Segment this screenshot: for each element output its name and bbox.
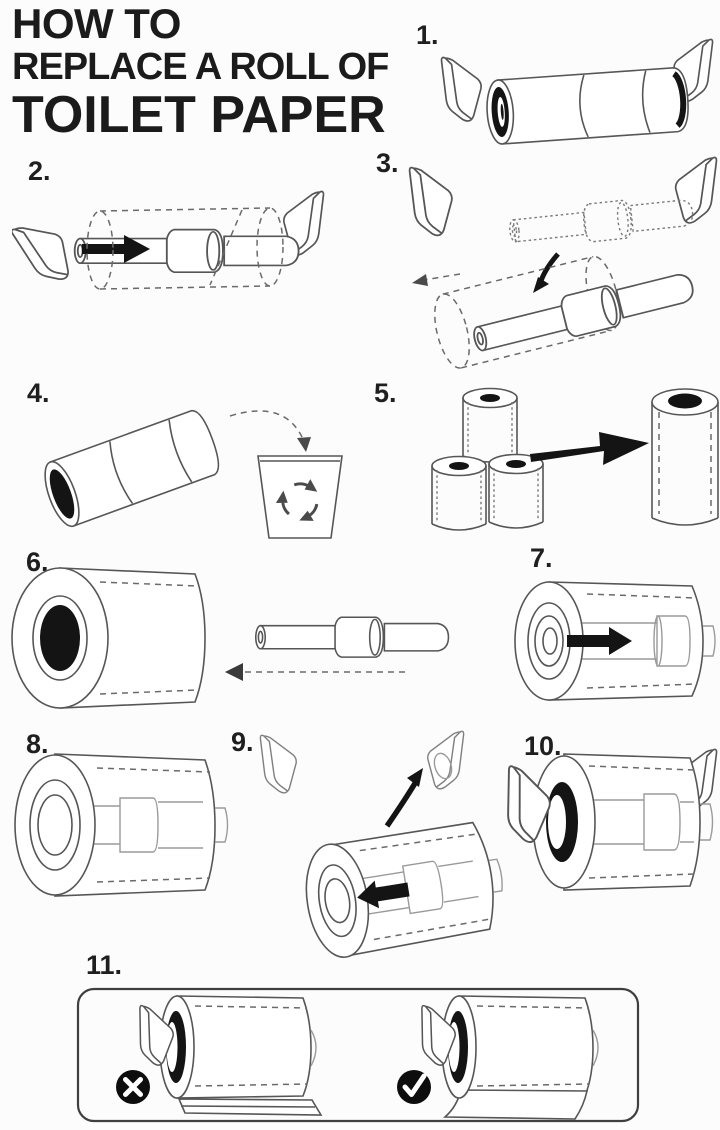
new-roll-large: [651, 388, 719, 526]
ghost-empty-tube: [86, 207, 284, 290]
wall-bracket: [259, 734, 297, 794]
step-8-illustration: [14, 753, 229, 897]
check-icon: [397, 1070, 431, 1104]
roll-with-spindle: [14, 753, 229, 897]
step-7-number: 7.: [530, 543, 553, 573]
roll-with-spindle: [514, 581, 716, 701]
new-roll: [11, 567, 206, 709]
toss-arrow-icon: [229, 410, 306, 445]
wall-bracket: [12, 211, 79, 292]
step-5-number: 5.: [374, 378, 397, 408]
step-2-illustration: [12, 190, 325, 292]
empty-roll-tube: [486, 66, 689, 145]
new-roll-small: [462, 387, 518, 463]
ghost-spindle: [507, 192, 696, 251]
title-line-3: TOILET PAPER: [12, 86, 386, 144]
step-11-number: 11.: [86, 950, 123, 980]
step-10-illustration: [498, 748, 718, 891]
roll-over-correct: [415, 995, 599, 1120]
step-8-number: 8.: [26, 729, 49, 759]
step-6-number: 6.: [26, 547, 49, 577]
step-4-number: 4.: [27, 378, 50, 408]
new-roll-small: [431, 455, 487, 531]
step-3-illustration: [408, 156, 718, 369]
wall-bracket: [408, 166, 453, 237]
step-7-illustration: [514, 581, 716, 701]
push-arrow-icon: [82, 235, 150, 263]
step-3-number: 3.: [376, 148, 399, 178]
spindle: [468, 264, 699, 362]
recycle-bin: [257, 455, 343, 539]
spindle: [254, 616, 450, 658]
x-icon: [116, 1070, 150, 1104]
step-11-illustration: [76, 987, 640, 1123]
slide-off-arrow-icon: [423, 273, 461, 281]
push-arrow-icon: [567, 627, 632, 655]
step-5-illustration: [431, 387, 719, 531]
wall-bracket: [440, 56, 483, 122]
roll-under-wrong: [133, 995, 323, 1116]
comparison-frame: [76, 987, 640, 1123]
step-1-illustration: [440, 38, 714, 145]
step-4-illustration: [44, 409, 343, 539]
new-roll-small: [488, 453, 544, 529]
step-1-number: 1.: [416, 20, 439, 50]
wall-bracket: [427, 730, 465, 790]
mounted-roll: [532, 753, 714, 891]
roll-with-spindle: [305, 821, 503, 958]
step-10-number: 10.: [524, 731, 562, 761]
hang-arrow-icon: [384, 778, 420, 828]
step-2-number: 2.: [28, 156, 51, 186]
wall-bracket: [674, 156, 718, 224]
step-9-number: 9.: [231, 727, 254, 757]
page-title: HOW TO REPLACE A ROLL OF TOILET PAPER: [12, 0, 389, 144]
big-arrow-icon: [530, 432, 649, 465]
empty-roll-tube: [44, 409, 220, 528]
push-arrow-icon: [357, 880, 410, 909]
step-6-illustration: [11, 567, 450, 709]
title-line-2: REPLACE A ROLL OF: [12, 46, 389, 88]
step-9-illustration: [259, 730, 503, 958]
title-line-1: HOW TO: [12, 0, 181, 47]
